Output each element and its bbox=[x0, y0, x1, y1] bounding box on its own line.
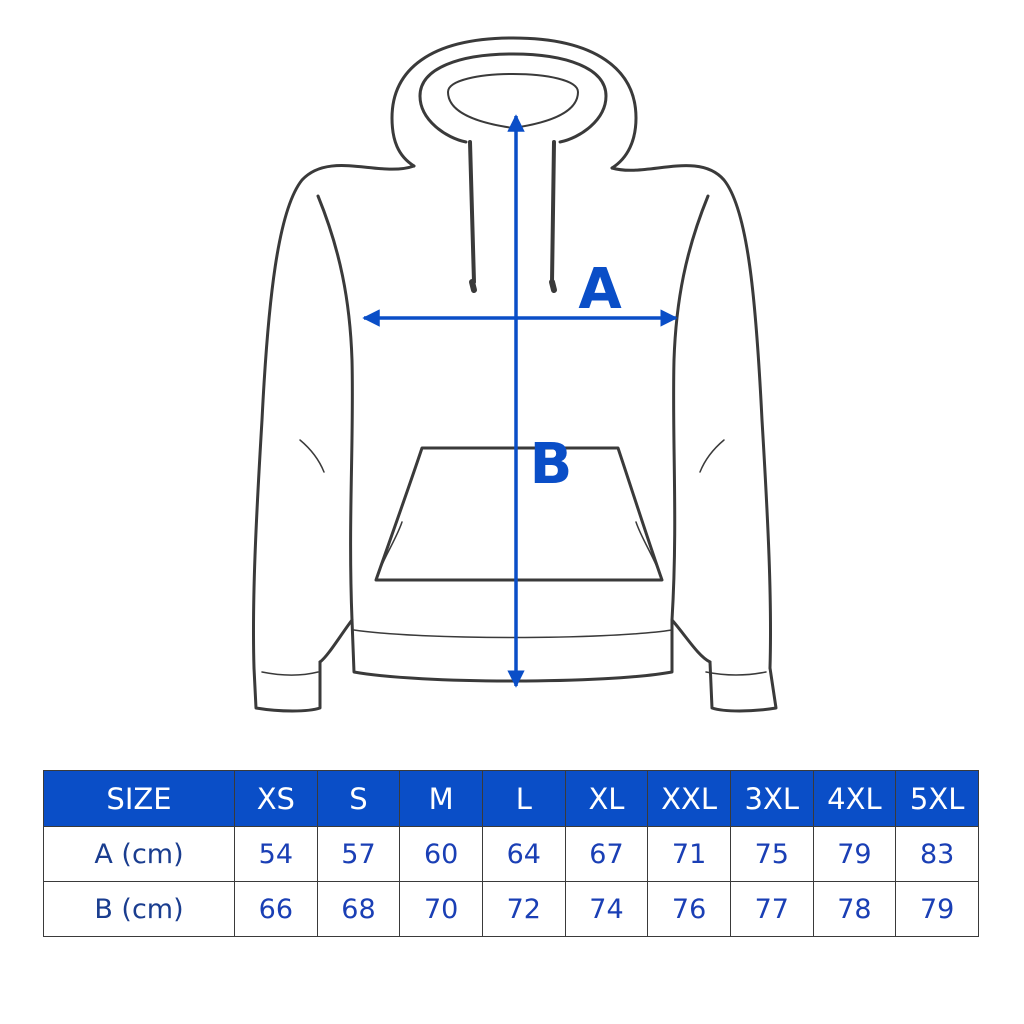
table-cell: 64 bbox=[481, 826, 566, 882]
header-size-3xl: 3XL bbox=[729, 770, 814, 827]
header-size-5xl: 5XL bbox=[895, 770, 979, 827]
table-cell: 72 bbox=[481, 881, 566, 937]
table-cell: 70 bbox=[399, 881, 483, 937]
hoodie-diagram: A B bbox=[251, 36, 778, 713]
width-label: A bbox=[578, 257, 622, 322]
row-label: B (cm) bbox=[43, 881, 235, 937]
table-cell: 76 bbox=[647, 881, 731, 937]
header-size-m: M bbox=[399, 770, 483, 827]
length-label: B bbox=[530, 432, 573, 497]
table-cell: 83 bbox=[895, 826, 979, 882]
hoodie-outline bbox=[251, 36, 778, 713]
header-size-s: S bbox=[316, 770, 401, 827]
header-size-xl: XL bbox=[564, 770, 649, 827]
table-cell: 67 bbox=[564, 826, 649, 882]
table-cell: 74 bbox=[564, 881, 649, 937]
table-cell: 78 bbox=[812, 881, 897, 937]
table-cell: 79 bbox=[895, 881, 979, 937]
row-label: A (cm) bbox=[43, 826, 235, 882]
table-cell: 79 bbox=[812, 826, 897, 882]
header-size-xs: XS bbox=[234, 770, 318, 827]
table-cell: 54 bbox=[234, 826, 318, 882]
measurement-arrows bbox=[362, 114, 678, 688]
header-size-4xl: 4XL bbox=[812, 770, 897, 827]
header-size-xxl: XXL bbox=[647, 770, 731, 827]
table-cell: 75 bbox=[729, 826, 814, 882]
table-cell: 68 bbox=[316, 881, 401, 937]
table-cell: 77 bbox=[729, 881, 814, 937]
table-cell: 71 bbox=[647, 826, 731, 882]
header-size-label: SIZE bbox=[43, 770, 235, 827]
table-cell: 60 bbox=[399, 826, 483, 882]
header-size-l: L bbox=[481, 770, 566, 827]
table-cell: 66 bbox=[234, 881, 318, 937]
table-cell: 57 bbox=[316, 826, 401, 882]
